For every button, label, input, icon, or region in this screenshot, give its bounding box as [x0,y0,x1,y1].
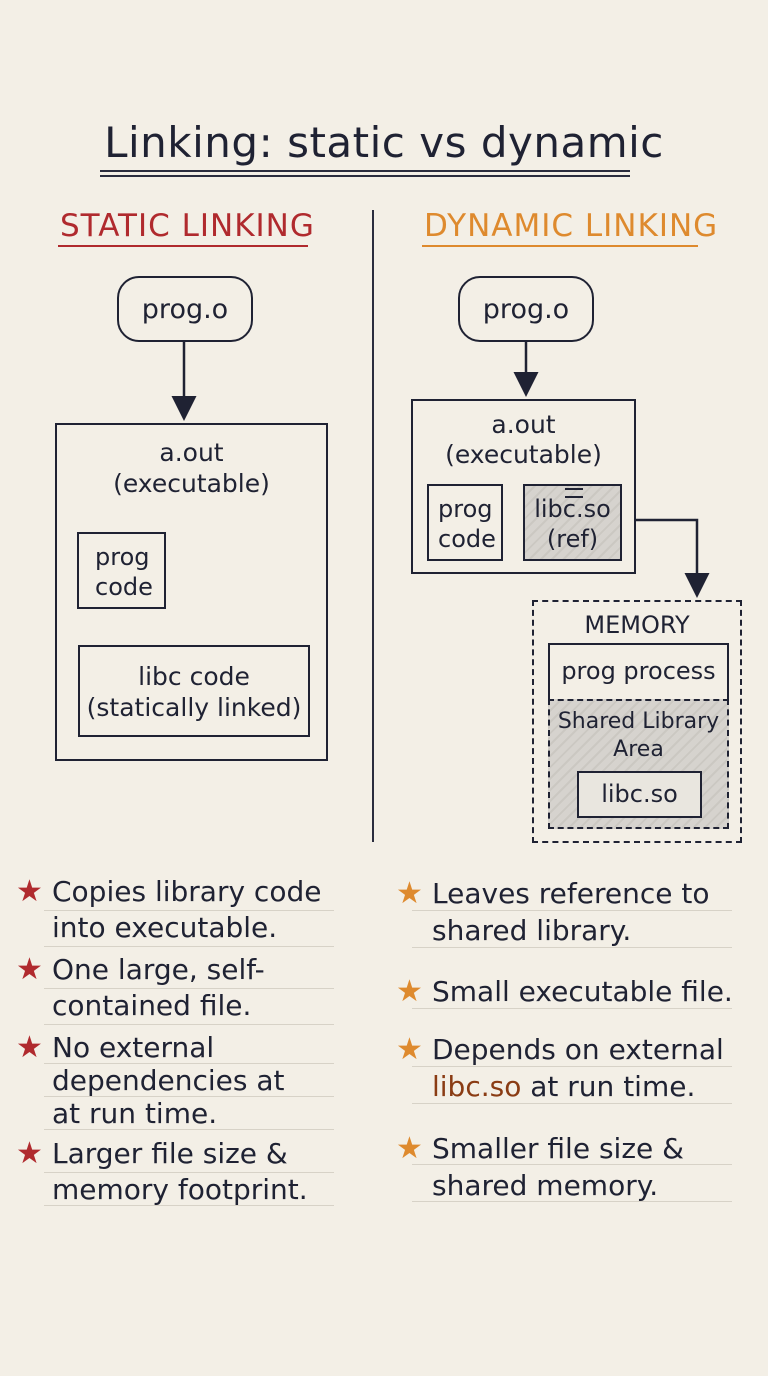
ruled-line [412,910,732,911]
shared-area-line1: Shared Library [557,709,720,734]
ruled-line [44,1063,334,1064]
static-bullet-3-line3: at run time. [52,1097,218,1130]
dynamic-heading-underline [422,245,698,247]
ruled-line [44,1024,334,1025]
dynamic-bullet-2: Small executable file. [432,975,733,1008]
dynamic-prog-code-box: prog code [427,484,503,561]
memory-region: MEMORY prog process Shared Library Area … [532,600,742,843]
static-prog-o-node: prog.o [117,276,253,342]
dynamic-aout-subtitle: (executable) [445,440,602,469]
dynamic-libc-ref-line1: libc.so [534,495,611,523]
star-icon: ★ [396,1032,423,1067]
dynamic-libc-ref-line2: (ref) [546,525,599,553]
static-bullet-2-line2: contained file. [52,989,252,1022]
static-prog-code-box: prog code [77,532,166,609]
dynamic-bullet-4-line1: Smaller file size & [432,1132,684,1165]
ruled-line [412,947,732,948]
star-icon: ★ [16,874,43,909]
memory-title: MEMORY [584,611,690,639]
shared-libc-label: libc.so [601,780,678,808]
prog-process-box: prog process [548,643,729,701]
shared-area-line2: Area [613,737,664,762]
ruled-line [412,1103,732,1104]
ruled-line [44,1096,334,1097]
dynamic-heading: DYNAMIC LINKING [424,208,719,244]
ruled-line [412,1201,732,1202]
static-libc-line2: (statically linked) [86,693,302,722]
dynamic-bullet-3-line1: Depends on external [432,1033,724,1066]
static-prog-code-line2: code [95,573,153,601]
static-aout-box: a.out (executable) prog code libc code (… [55,423,328,761]
dynamic-bullet-1-line2: shared library. [432,914,632,947]
libc-so-highlight: libc.so [432,1070,522,1103]
document-icon [565,488,583,498]
dynamic-aout-title: a.out [491,410,556,439]
static-heading: STATIC LINKING [60,208,315,244]
ruled-line [44,1205,334,1206]
static-bullet-4-line2: memory footprint. [52,1173,308,1206]
star-icon: ★ [16,1136,43,1171]
dynamic-prog-code-line2: code [438,525,496,553]
column-divider [372,210,374,842]
dynamic-bullet-3-line2-rest: at run time. [521,1070,696,1103]
static-bullet-2-line1: One large, self- [52,953,265,986]
star-icon: ★ [16,1030,43,1065]
ruled-line [412,1008,732,1009]
dynamic-prog-code-line1: prog [438,495,493,523]
star-icon: ★ [396,876,423,911]
ruled-line [44,1172,334,1173]
dynamic-aout-box: a.out (executable) prog code libc.so (re… [411,399,636,574]
dynamic-prog-o-node: prog.o [458,276,594,342]
static-bullet-4-line1: Larger file size & [52,1137,288,1170]
static-heading-underline [58,245,308,247]
title-underline [100,170,630,172]
ruled-line [412,1066,732,1067]
shared-libc-box: libc.so [577,771,702,818]
shared-library-area: Shared Library Area libc.so [548,699,729,829]
star-icon: ★ [396,1131,423,1166]
static-prog-code-line1: prog [95,543,150,571]
dynamic-prog-o-label: prog.o [482,293,570,325]
ruled-line [412,1164,732,1165]
dynamic-libc-ref-box: libc.so (ref) [523,484,622,561]
static-bullet-1-line2: into executable. [52,911,278,944]
ruled-line [44,1129,334,1130]
load-arrow [620,518,710,598]
star-icon: ★ [16,952,43,987]
static-bullet-1-line1: Copies library code [52,875,322,908]
static-bullet-3-line2: dependencies at [52,1064,285,1097]
star-icon: ★ [396,974,423,1009]
dynamic-bullet-4-line2: shared memory. [432,1169,659,1202]
title-underline-2 [100,175,630,177]
dynamic-bullet-3-line2: libc.so at run time. [432,1069,695,1105]
dynamic-bullet-1-line1: Leaves reference to [432,877,710,910]
ruled-line [44,946,334,947]
static-prog-o-label: prog.o [141,293,229,325]
prog-process-label: prog process [561,657,716,685]
static-bullet-3-line1: No external [52,1031,215,1064]
static-libc-box: libc code (statically linked) [78,645,310,737]
ruled-line [44,988,334,989]
static-aout-subtitle: (executable) [113,469,270,498]
ruled-line [44,910,334,911]
static-aout-title: a.out [159,438,224,467]
static-libc-line1: libc code [138,662,250,691]
page-title: Linking: static vs dynamic [104,118,664,167]
